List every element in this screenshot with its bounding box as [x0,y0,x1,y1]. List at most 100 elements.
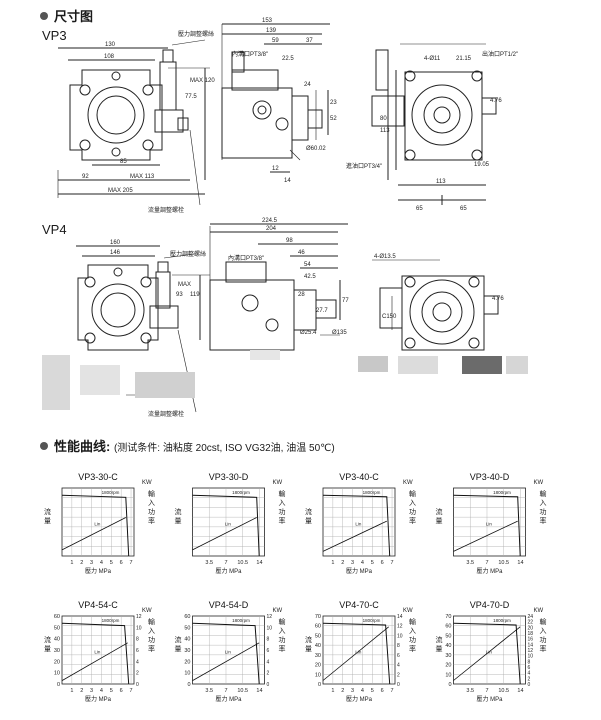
y-tick-label: 40 [184,637,190,643]
y2-unit-label: KW [534,608,544,614]
y2-tick-label: 2 [267,671,270,677]
x-tick-label: 6 [120,560,123,566]
y2-tick-label: 0 [528,682,531,688]
x-tick-label: 7 [224,688,227,694]
plot-frame [322,615,396,685]
y2-tick-label: 0 [267,682,270,688]
dim-text: 65 [460,206,467,212]
series-1800rpm [453,622,521,685]
plot-frame [61,487,135,557]
x-tick-label: 2 [341,560,344,566]
y-tick-label: 40 [315,643,321,649]
dim-text: 113 [380,128,390,134]
y2-tick-label: 12 [267,614,273,620]
series-lin [453,520,518,552]
x-tick-label: 14 [256,560,262,566]
bullet-icon [40,442,48,450]
plot-frame [453,487,526,557]
y-axis-label: 量 [175,645,182,653]
x-tick-label: 5 [110,688,113,694]
y-tick-label: 30 [184,648,190,654]
series-lin [322,626,389,681]
y2-axis-label: 輸 [279,617,286,626]
dim-text: 153 [262,18,273,24]
dim-text: 流量調整螺栓 [148,206,184,214]
y2-tick-label: 18 [528,631,534,637]
series-lin [61,517,126,551]
y2-unit-label: KW [142,480,152,486]
x-tick-label: 6 [120,688,123,694]
series-label: 1800rpm [232,490,250,495]
x-tick-label: 3 [90,560,93,566]
y2-tick-label: 2 [136,671,139,677]
plot-frame [453,615,526,685]
x-tick-label: 5 [110,560,113,566]
x-tick-label: 7 [130,688,133,694]
series-label: 1800rpm [493,618,511,623]
dim-text: 28 [298,292,305,298]
y-tick-label: 30 [315,653,321,659]
y2-axis-label: 功 [148,635,155,644]
dim-text: 52 [330,116,337,122]
series-label: Lin [486,649,493,654]
y-axis-label: 流 [44,635,51,644]
x-tick-label: 14 [256,688,262,694]
x-tick-label: 3 [351,560,354,566]
y2-axis-label: 輸 [148,617,155,626]
y2-axis-label: 入 [540,627,547,635]
y2-axis-label: 率 [409,644,416,653]
y2-tick-label: 12 [397,624,403,630]
dim-text: 流量調整螺栓 [148,410,184,418]
dim-text: 85 [120,159,127,165]
x-tick-label: 3.5 [205,688,213,694]
y-axis-label: 量 [436,645,443,653]
y-axis-label: 流 [436,635,443,644]
dim-text: 壓力調整螺絲 [170,250,206,258]
series-label: Lin [94,521,101,526]
vp4-rear-view [372,259,499,351]
dim-text: MAX [178,282,191,288]
y-axis-label: 量 [436,517,443,525]
dim-text: 4.76 [490,98,502,104]
dim-text: 內溝口PT3/8" [228,254,264,262]
y2-tick-label: 12 [136,614,142,620]
test-conditions: (测试条件: 油粘度 20cst, ISO VG32油, 油温 50℃) [113,443,335,454]
dim-text: 21.15 [456,56,472,62]
vp4-label: VP4 [42,222,67,237]
y-tick-label: 40 [54,637,60,643]
y-axis-label: 量 [175,517,182,525]
y2-axis-label: 功 [279,635,286,644]
obscured-region [42,350,528,410]
dimension-drawings: 130 108 壓力調整螺絲 MAX 120 77.5 85 92 MAX 11… [42,18,528,418]
dim-text: MAX 120 [190,78,215,84]
x-tick-label: 1 [70,560,73,566]
series-1800rpm [192,494,260,557]
x-tick-label: 7 [485,688,488,694]
dim-text: 65 [416,206,423,212]
x-axis-label: 壓力 MPa [85,567,112,575]
y-tick-label: 0 [448,682,451,688]
dim-text: 80 [380,116,387,122]
chart-title: VP4-54-D [209,600,249,610]
chart-title: VP4-70-D [470,600,510,610]
series-lin [453,626,521,681]
dim-text: 4.76 [492,296,504,302]
y-tick-label: 20 [184,659,190,665]
y2-axis-label: 輸 [409,489,416,498]
dim-text: 46 [298,250,305,256]
y2-tick-label: 22 [528,620,534,626]
dim-text: 92 [82,174,89,180]
y-tick-label: 30 [54,648,60,654]
series-label: 1800rpm [493,490,511,495]
y-axis-label: 流 [175,635,182,644]
y2-axis-label: 入 [148,627,155,635]
y-axis-label: 流 [44,507,51,516]
y2-unit-label: KW [142,608,152,614]
dim-text: MAX 205 [108,188,133,194]
plot-frame [322,487,396,557]
y2-axis-label: 功 [540,635,547,644]
series-label: 1800rpm [102,490,120,495]
